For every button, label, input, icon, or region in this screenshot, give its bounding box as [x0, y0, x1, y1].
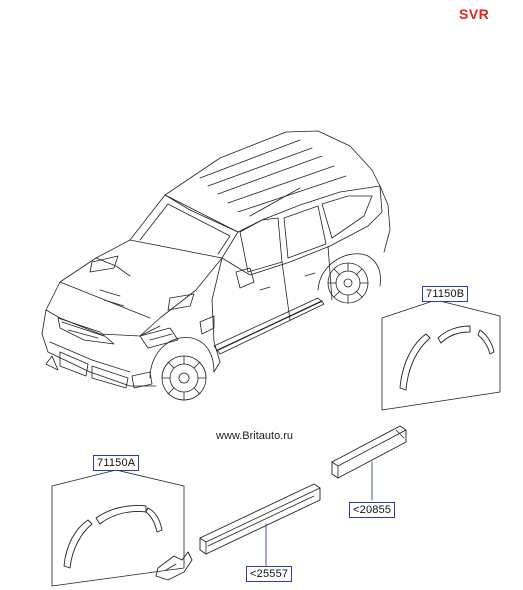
svr-brand-label: SVR: [459, 6, 490, 22]
panel-71150a: [51, 461, 185, 587]
panel-71150b: [381, 285, 501, 411]
callout-25557[interactable]: <25557: [246, 566, 293, 582]
small-bracket: [155, 551, 193, 581]
part-25557-sill: [199, 483, 321, 567]
part-20855-sill: [331, 425, 407, 501]
callout-71150a[interactable]: 71150A: [93, 455, 140, 471]
watermark-text: www.Britauto.ru: [216, 430, 294, 442]
callout-71150b[interactable]: 71150B: [422, 286, 469, 302]
callout-20855[interactable]: <20855: [349, 502, 396, 518]
vehicle-illustration: [41, 130, 391, 401]
